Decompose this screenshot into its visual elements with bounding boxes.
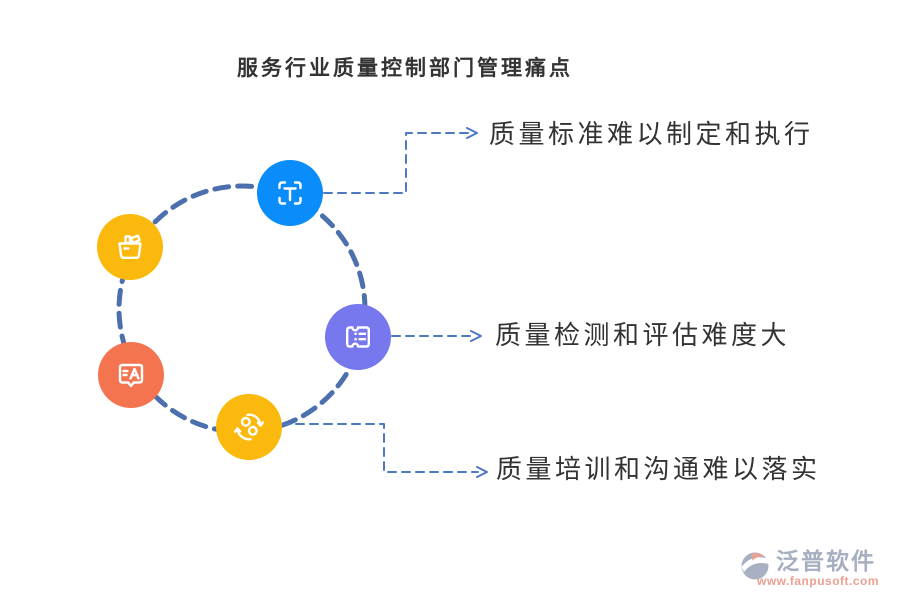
fanpu-logo-icon bbox=[741, 552, 769, 580]
arrowhead-icon bbox=[476, 466, 488, 478]
pain-point-label-2: 质量检测和评估难度大 bbox=[495, 320, 791, 350]
brand-url: www.fanpusoft.com bbox=[757, 574, 880, 588]
translate-bubble-icon bbox=[118, 363, 144, 388]
ticket-icon bbox=[346, 326, 370, 348]
node-sync bbox=[216, 394, 282, 460]
connector-line-2 bbox=[391, 330, 482, 342]
arrowhead-icon bbox=[470, 330, 482, 342]
pain-point-label-1: 质量标准难以制定和执行 bbox=[489, 119, 814, 149]
node-translate bbox=[98, 342, 164, 408]
node-circle bbox=[216, 394, 282, 460]
page-title: 服务行业质量控制部门管理痛点 bbox=[237, 57, 573, 80]
sync-arrows-icon bbox=[234, 413, 264, 441]
connector-line-3 bbox=[281, 423, 488, 478]
pain-point-label-3: 质量培训和沟通难以落实 bbox=[496, 454, 821, 484]
connector-line-1 bbox=[323, 127, 478, 194]
node-circle bbox=[325, 304, 391, 370]
text-scan-icon bbox=[278, 181, 302, 205]
brand-name: 泛普软件 bbox=[776, 548, 876, 574]
arrowhead-icon bbox=[466, 127, 478, 139]
node-circle bbox=[97, 214, 163, 280]
node-ticket bbox=[325, 304, 391, 370]
basket-icon bbox=[118, 234, 142, 259]
node-basket bbox=[97, 214, 163, 280]
watermark: 泛普软件 www.fanpusoft.com bbox=[740, 549, 895, 594]
node-text-scan bbox=[257, 160, 323, 226]
